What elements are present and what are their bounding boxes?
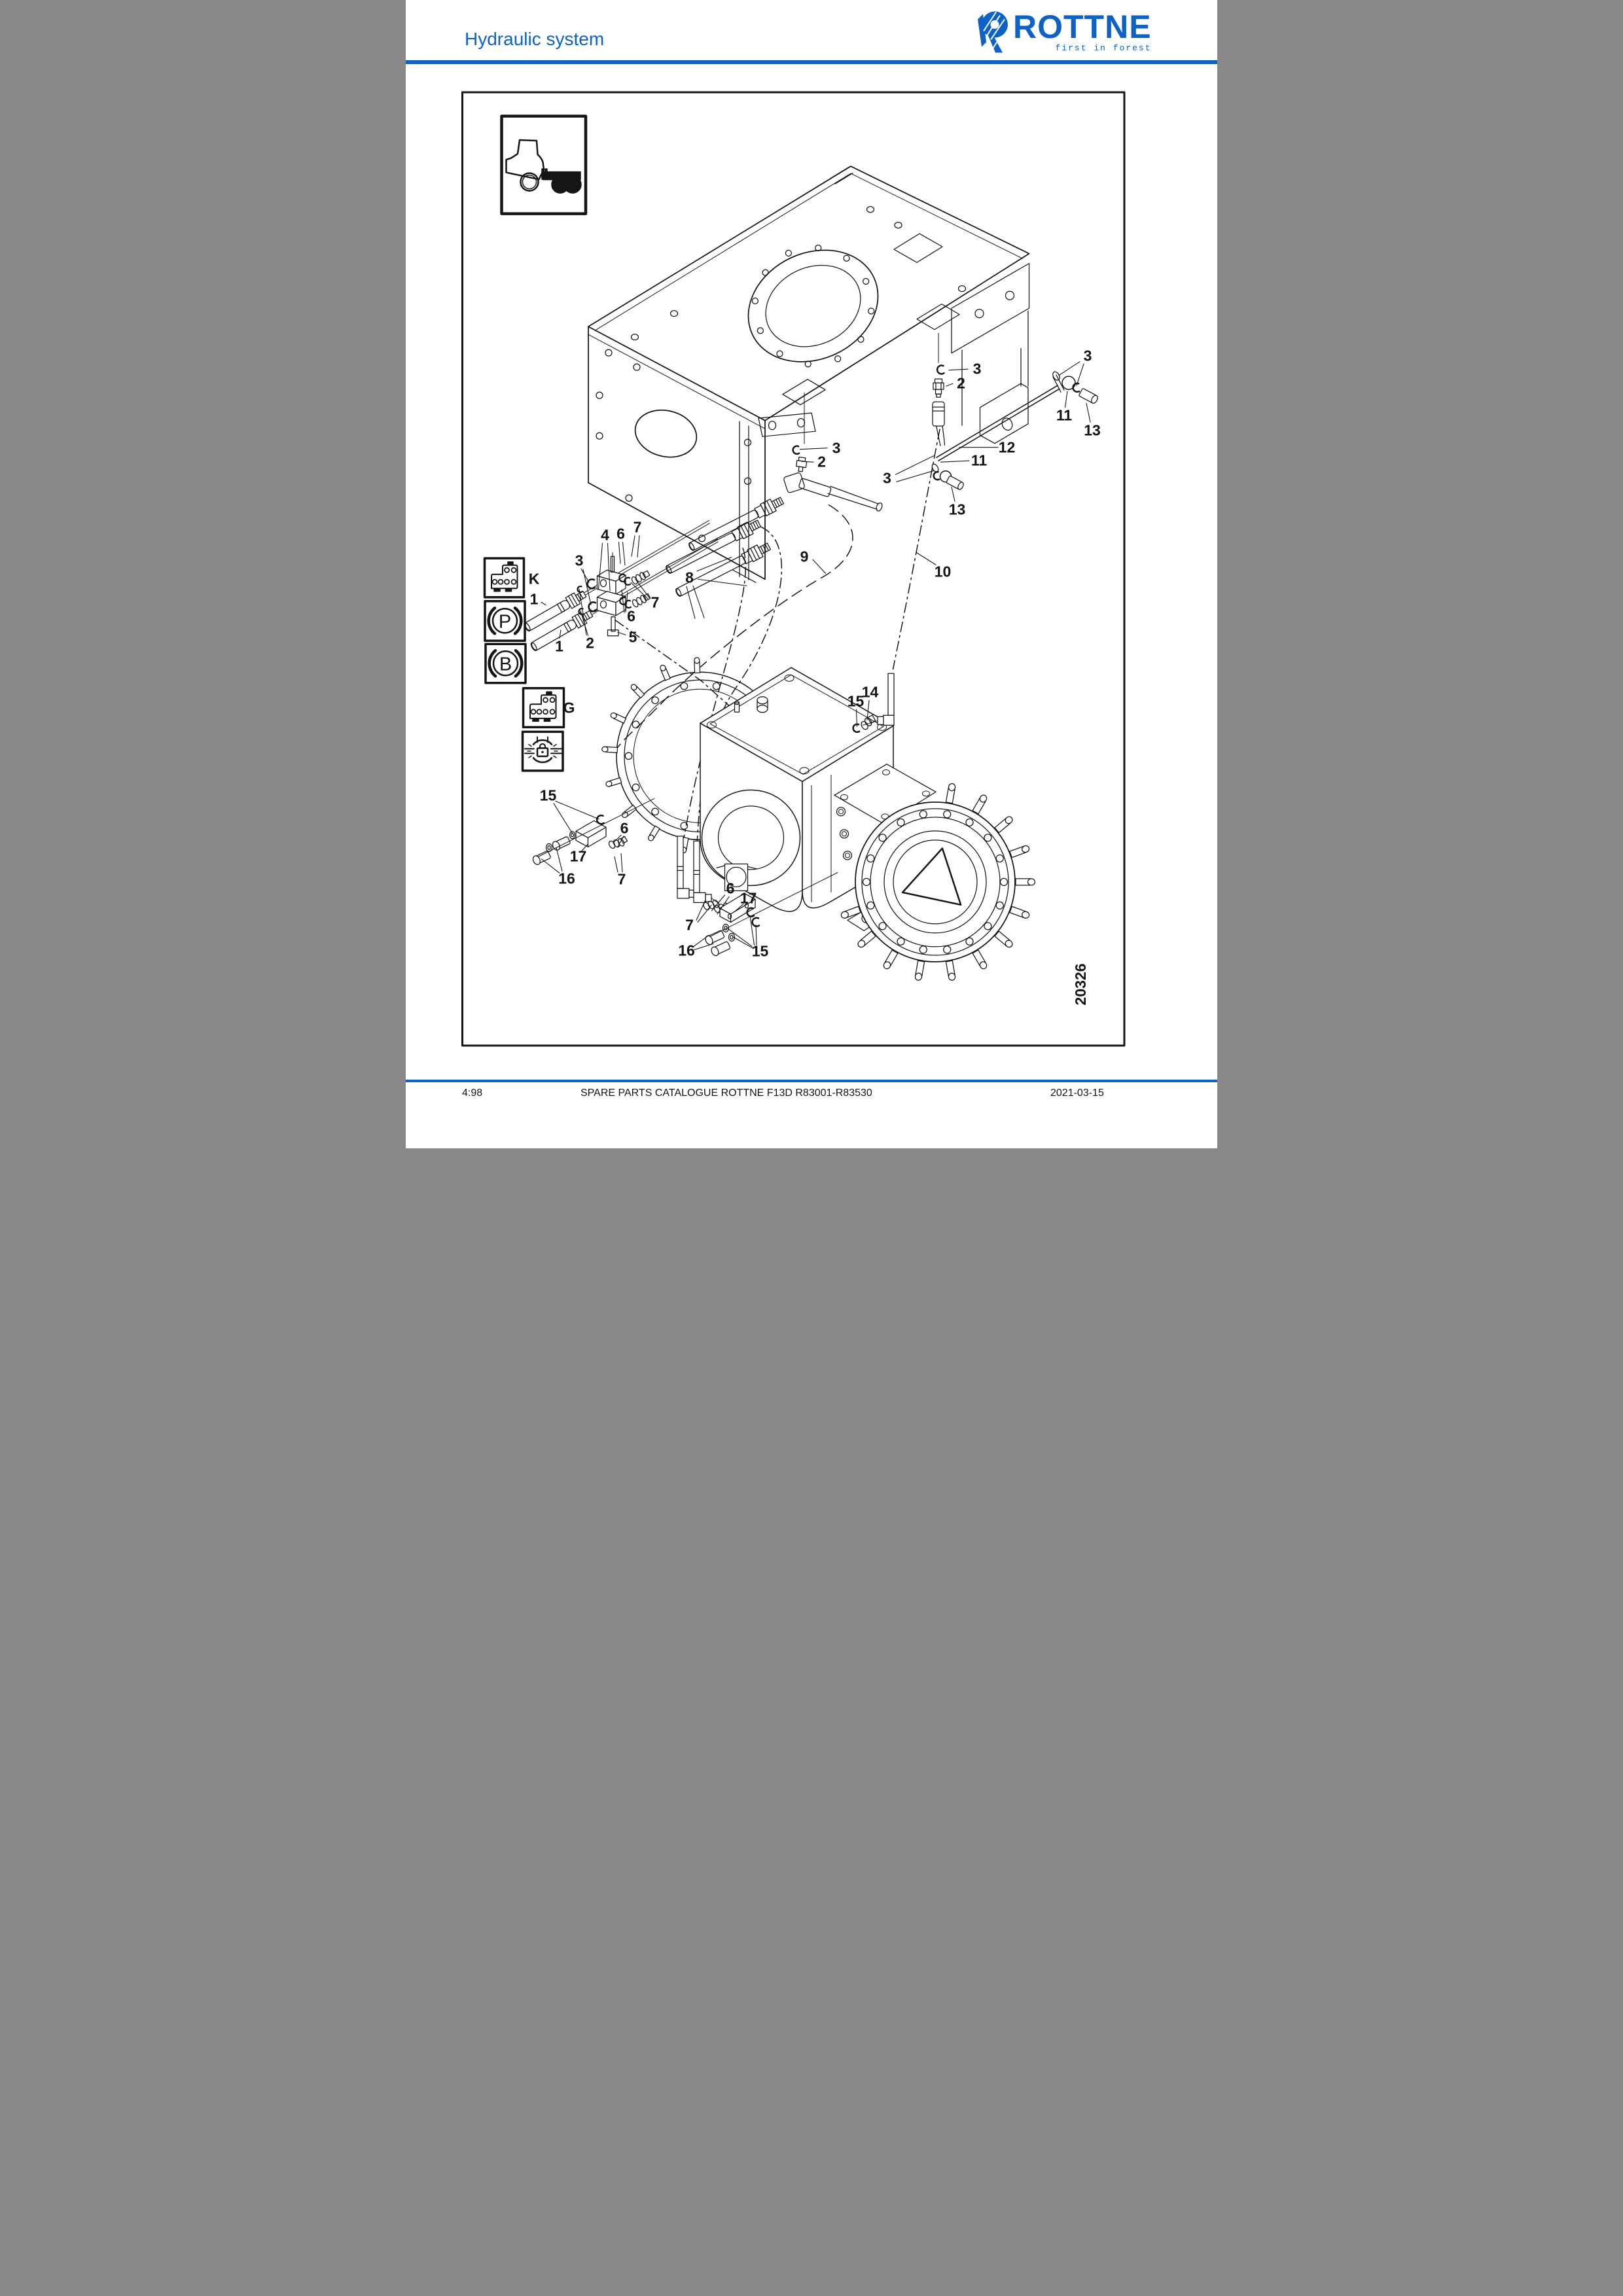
footer-rule (406, 1080, 1217, 1082)
brand-text-block: ROTTNE first in forest (1013, 10, 1152, 53)
figure-border (461, 91, 1126, 1047)
brake-pipe-fitting-left (783, 392, 883, 512)
brand-tagline: first in forest (1055, 43, 1152, 53)
brake-pipe-fitting-right (932, 332, 946, 446)
manifold-blocks (577, 552, 651, 637)
parts-diagram: P B (461, 91, 1126, 1047)
page-title: Hydraulic system (465, 29, 605, 49)
figure-area: P B (406, 0, 1217, 1148)
hose-routing-lines (615, 429, 940, 868)
drawing-number: 20326 (1072, 963, 1089, 1005)
differential-lock-symbol (521, 730, 564, 772)
service-brake-letter: B (499, 654, 512, 675)
rear-frame-drawing (588, 166, 1030, 583)
header-rule (406, 60, 1217, 64)
catalogue-page: Hydraulic system ROTTNE first in forest (406, 0, 1217, 1148)
leader-lines (541, 361, 1091, 950)
parking-brake-symbol: P (484, 600, 526, 643)
parking-brake-letter: P (499, 611, 511, 632)
brand-logo: ROTTNE first in forest (976, 10, 1152, 54)
bogie-pipes-and-fittings (532, 673, 895, 957)
footer-date: 2021-03-15 (1050, 1087, 1104, 1099)
forwarder-machine-icon (500, 115, 588, 215)
connector-g-symbol (522, 687, 565, 729)
axle-assembly-drawing (601, 657, 1036, 981)
brand-name: ROTTNE (1013, 9, 1152, 45)
connector-k-symbol (483, 557, 526, 599)
rottne-r-logo-icon (978, 11, 1008, 54)
footer-page-number: 4:98 (462, 1087, 483, 1099)
service-brake-symbol: B (484, 643, 527, 684)
footer-catalogue-title: SPARE PARTS CATALOGUE ROTTNE F13D R83001… (580, 1087, 872, 1099)
tie-rod-assembly (931, 371, 1098, 490)
